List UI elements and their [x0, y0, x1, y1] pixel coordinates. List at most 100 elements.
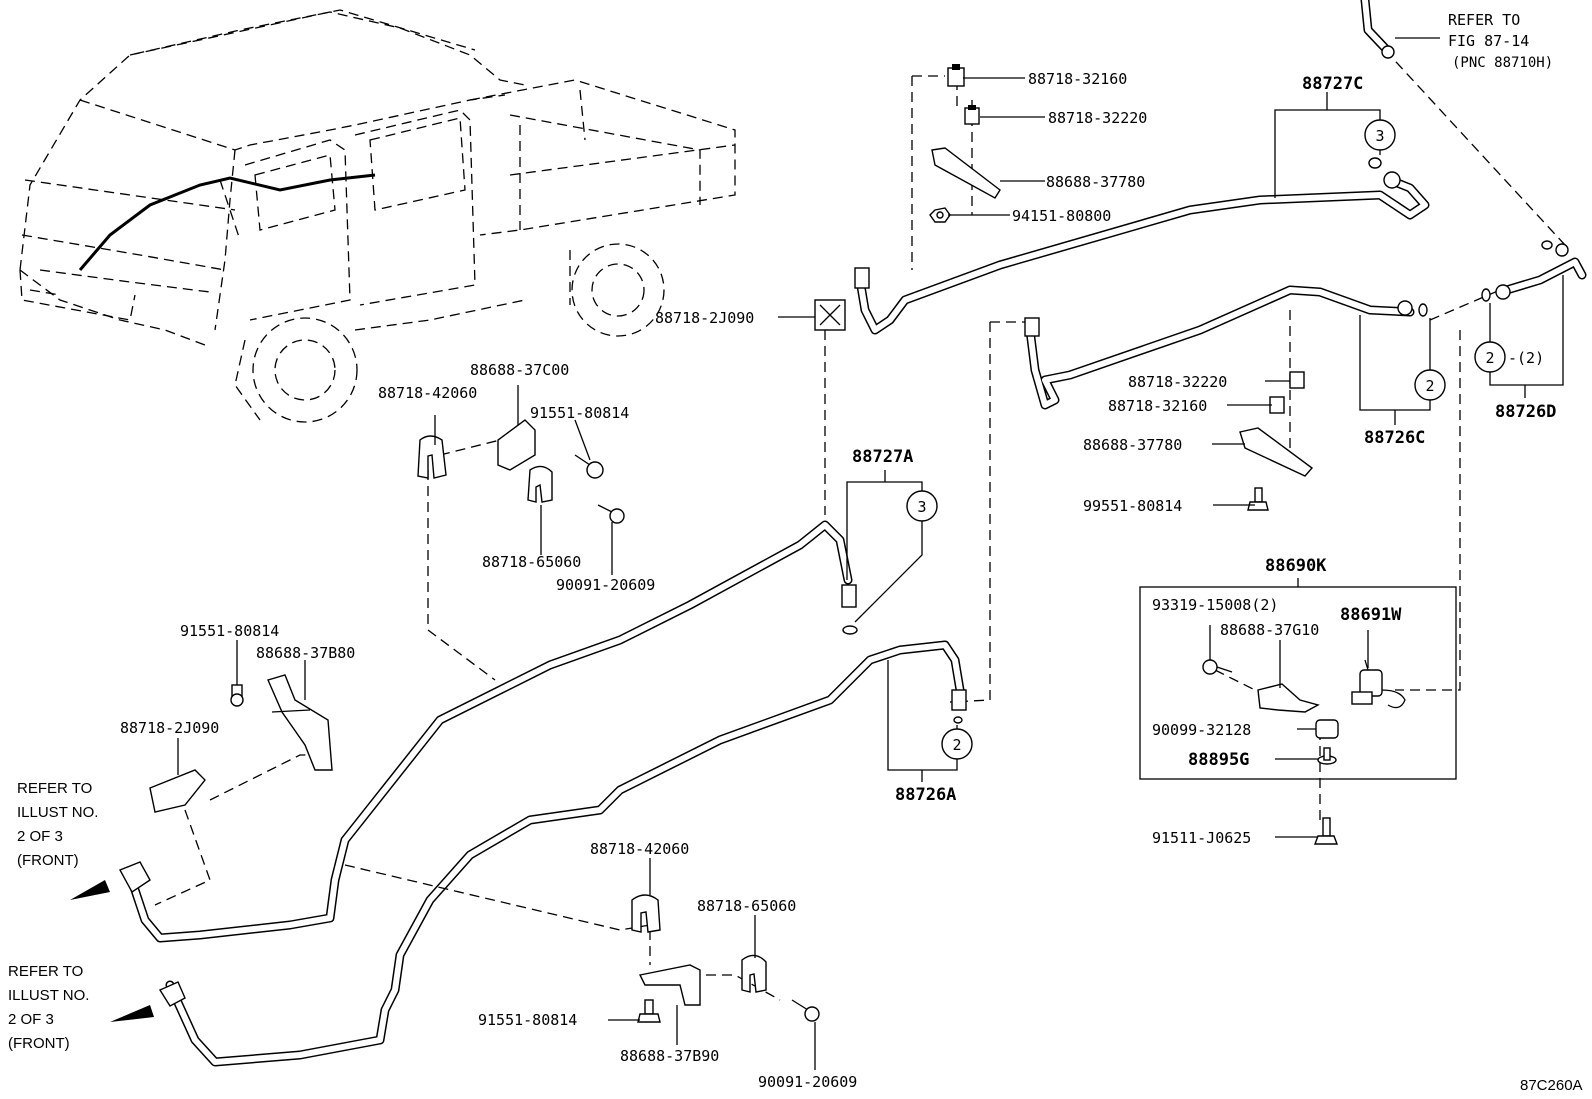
label-88718-32220-right: 88718-32220	[1128, 373, 1227, 391]
gasket-88727A-icon	[842, 625, 858, 635]
refer-front-1-line-2: ILLUST NO.	[17, 804, 98, 821]
label-90099-32128: 90099-32128	[1152, 721, 1251, 739]
refer-front-1-line-3: 2 OF 3	[17, 828, 63, 845]
bolt-91551-80814-left-icon	[230, 684, 244, 707]
label-90091-20609-bot: 90091-20609	[758, 1073, 857, 1091]
fitting-88726D-left-icon	[1495, 284, 1511, 300]
label-88727C: 88727C	[1302, 74, 1363, 94]
label-88718-42060-bot: 88718-42060	[590, 840, 689, 858]
bolt-91511-J0625-icon	[1313, 817, 1339, 845]
label-88691W: 88691W	[1340, 605, 1402, 625]
clamp-88718-42060-top-icon	[417, 435, 447, 479]
fitting-88727C-right-icon	[1383, 171, 1401, 189]
label-93319-15008: 93319-15008(2)	[1152, 596, 1278, 614]
label-88718-2J090-top: 88718-2J090	[655, 309, 754, 327]
clamp-88718-42060-bot-icon	[631, 894, 661, 933]
refer-front-1-line-4: (FRONT)	[17, 852, 79, 869]
fitting-left-2-icon	[158, 981, 186, 1007]
components	[70, 45, 1569, 1023]
bracket-88688-37B80-icon	[267, 674, 333, 771]
gasket-88727C-icon	[1368, 157, 1382, 169]
figure-code: 87C260A	[1520, 1077, 1583, 1094]
label-88726D: 88726D	[1495, 402, 1556, 422]
gasket-88726D-left-icon	[1481, 288, 1491, 302]
label-94151-80800: 94151-80800	[1012, 207, 1111, 225]
label-88688-37C00: 88688-37C00	[470, 361, 569, 379]
clip-88718-2J090-top-icon	[814, 299, 846, 331]
label-88726A: 88726A	[895, 785, 956, 805]
fitting-left-1-icon	[119, 861, 151, 894]
fitting-88726D-right-icon	[1555, 243, 1569, 257]
label-91551-80814-bot: 91551-80814	[478, 1011, 577, 1029]
bolt-99551-80814-icon	[1247, 487, 1269, 511]
fitting-88726C-left-icon	[1024, 317, 1040, 337]
label-88727A: 88727A	[852, 447, 913, 467]
clamp-88718-32220-right-icon	[1289, 371, 1305, 389]
label-88718-32220-top: 88718-32220	[1048, 109, 1147, 127]
label-88688-37B80: 88688-37B80	[256, 644, 355, 662]
nut-94151-80800-icon	[929, 207, 951, 223]
bracket-88688-37780-top-icon	[931, 147, 1001, 199]
fitting-88727A-icon	[841, 584, 857, 608]
gasket-88726A-icon	[953, 716, 963, 724]
fitting-88726A-icon	[951, 689, 967, 711]
fitting-88726C-right-icon	[1397, 300, 1413, 316]
refer-top-line-3: (PNC 88710H)	[1452, 55, 1553, 71]
label-88895G: 88895G	[1188, 750, 1249, 770]
bolt-90091-20609-bot-icon	[791, 999, 820, 1022]
fitting-refer-top-icon	[1381, 45, 1395, 59]
washer-88895G-icon	[1317, 747, 1337, 765]
label-88718-65060-bot: 88718-65060	[697, 897, 796, 915]
refer-front-2-line-2: ILLUST NO.	[8, 987, 89, 1004]
label-88718-2J090-left: 88718-2J090	[120, 719, 219, 737]
valve-88691W-icon	[1351, 659, 1406, 709]
callout-qty-88726D: -(2)	[1508, 349, 1544, 367]
labels: 3 2 2 -(2) 3 2 88718-32160 88718-32220 8…	[8, 11, 1583, 1094]
cushion-90099-32128-icon	[1315, 719, 1339, 739]
label-90091-20609-mid: 90091-20609	[556, 576, 655, 594]
refer-front-2-line-4: (FRONT)	[8, 1035, 70, 1052]
clamp-88718-32160-top-icon	[947, 64, 965, 87]
refer-front-2-line-1: REFER TO	[8, 963, 83, 980]
clamp-88718-32160-right-icon	[1269, 396, 1285, 414]
callout-2-88726C: 2	[1425, 377, 1434, 395]
bracket-88688-37G10-icon	[1257, 683, 1320, 713]
label-88690K: 88690K	[1265, 556, 1327, 576]
stud-88688-37B80-icon	[271, 709, 311, 713]
refer-front-2-line-3: 2 OF 3	[8, 1011, 54, 1028]
label-88726C: 88726C	[1364, 428, 1425, 448]
label-91551-80814-left: 91551-80814	[180, 622, 279, 640]
label-91551-80814-mid: 91551-80814	[530, 404, 629, 422]
callout-circles	[906, 119, 1506, 760]
label-91511-J0625: 91511-J0625	[1152, 829, 1251, 847]
arrow-front-1-icon	[70, 880, 110, 900]
callout-3-88727A: 3	[917, 498, 926, 516]
label-99551-80814: 99551-80814	[1083, 497, 1182, 515]
refer-front-1-line-1: REFER TO	[17, 780, 92, 797]
callout-3-88727C: 3	[1375, 127, 1384, 145]
gasket-88726D-right-icon	[1541, 240, 1553, 250]
label-88718-42060-top: 88718-42060	[378, 384, 477, 402]
clamp-88718-32220-top-icon	[964, 105, 980, 125]
clamp-88718-65060-bot-icon	[741, 954, 767, 993]
gasket-88726C-icon	[1418, 303, 1428, 317]
label-88688-37B90: 88688-37B90	[620, 1047, 719, 1065]
truck-illustration	[19, 9, 736, 423]
bracket-88688-37B90-icon	[638, 964, 701, 1006]
bracket-88688-37C00-icon	[497, 419, 536, 471]
bolt-91551-80814-bot-icon	[637, 999, 661, 1023]
bolt-90091-20609-mid-icon	[597, 504, 625, 524]
leader-lines	[177, 37, 1564, 1070]
label-88718-32160-top: 88718-32160	[1028, 70, 1127, 88]
bolt-91551-80814-mid-icon	[574, 454, 604, 479]
arrow-front-2-icon	[110, 1005, 154, 1022]
label-88688-37780-right: 88688-37780	[1083, 436, 1182, 454]
clamp-88718-65060-mid-icon	[527, 465, 553, 503]
refer-top-line-2: FIG 87-14	[1448, 32, 1529, 50]
refer-top-line-1: REFER TO	[1448, 11, 1520, 29]
label-88688-37G10: 88688-37G10	[1220, 621, 1319, 639]
callout-2-88726D: 2	[1485, 349, 1494, 367]
bracket-88688-37780-right-icon	[1239, 427, 1314, 477]
fitting-88727C-left-icon	[854, 267, 870, 289]
